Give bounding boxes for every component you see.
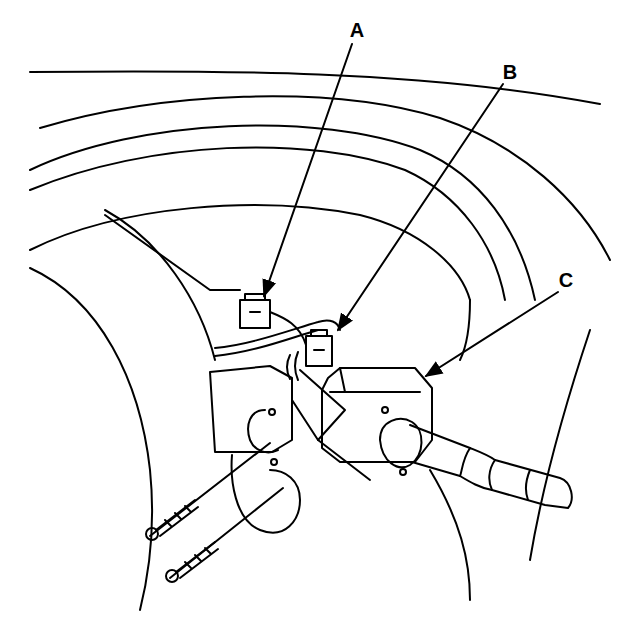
- callout-letter: C: [559, 270, 573, 290]
- connector: [240, 300, 270, 328]
- switch-body: [210, 366, 292, 452]
- cluster-arc: [30, 205, 470, 300]
- wire: [215, 320, 340, 348]
- combination-switch: [330, 368, 420, 392]
- screw-hole: [271, 459, 277, 465]
- wire: [215, 330, 318, 356]
- alignment-line: [300, 370, 370, 480]
- leader-line: [338, 84, 503, 330]
- leader-line: [426, 292, 558, 376]
- panel-line: [530, 330, 590, 560]
- combination-switch: [322, 368, 432, 462]
- cluster-arc: [30, 126, 535, 300]
- screw-line: [170, 488, 283, 578]
- column-cover: [105, 210, 215, 360]
- switch-lever: [460, 448, 530, 500]
- cluster-arc: [30, 147, 505, 300]
- connector: [245, 294, 265, 312]
- screw: [166, 542, 218, 582]
- leader-line: [264, 44, 352, 296]
- steering-wheel: [30, 268, 152, 610]
- screw-line: [150, 443, 270, 536]
- alignment-line: [292, 400, 318, 440]
- screw: [146, 500, 198, 540]
- connector: [311, 330, 327, 350]
- switch-body: [248, 410, 278, 452]
- switch-lever: [410, 425, 572, 508]
- callout-letter: A: [350, 20, 364, 40]
- screw-hole: [382, 407, 388, 413]
- screw-hole: [400, 469, 406, 475]
- panel-line: [430, 470, 470, 600]
- callout-letter: B: [503, 62, 517, 82]
- column-cover: [105, 215, 240, 290]
- screw-hole: [269, 409, 275, 415]
